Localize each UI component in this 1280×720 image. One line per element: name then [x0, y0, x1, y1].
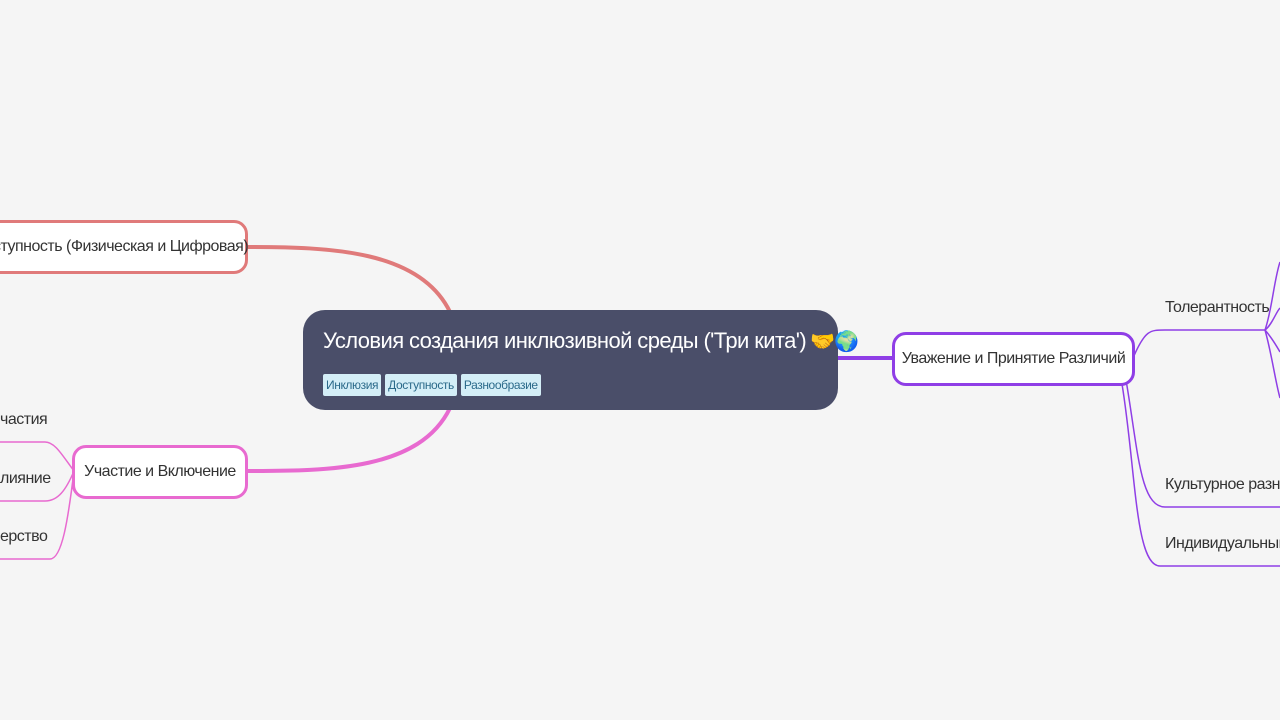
branch-participation-label: Участие и Включение — [84, 463, 236, 480]
root-title: Условия создания инклюзивной среды ('Три… — [323, 326, 859, 356]
connector-tolerance-sub-4 — [1264, 329, 1280, 399]
branch-accessibility-label: ступность (Физическая и Цифровая) — [0, 238, 249, 255]
connector-root-participation — [247, 407, 452, 473]
tag-inclusion[interactable]: Инклюзия — [323, 374, 382, 396]
tag-accessibility[interactable]: Доступность — [385, 374, 457, 396]
participation-child-2[interactable]: лияние — [0, 470, 51, 487]
respect-child-culture[interactable]: Культурное разнос — [1165, 476, 1280, 493]
branch-respect-label: Уважение и Принятие Различий — [901, 350, 1126, 367]
branch-respect[interactable]: Уважение и Принятие Различий — [892, 332, 1135, 386]
connector-respect-tolerance — [1132, 329, 1265, 359]
respect-child-individual[interactable]: Индивидуальный — [1165, 535, 1280, 552]
root-node[interactable]: Условия создания инклюзивной среды ('Три… — [303, 310, 859, 410]
root-title-text: Условия создания инклюзивной среды ('Три… — [323, 328, 807, 353]
branch-participation[interactable]: Участие и Включение — [72, 445, 248, 499]
tag-diversity[interactable]: Разнообразие — [460, 374, 541, 396]
root-tags: Инклюзия Доступность Разнообразие — [323, 374, 541, 396]
connector-tolerance-sub-3 — [1264, 329, 1280, 353]
participation-child-3[interactable]: ерство — [0, 528, 48, 545]
connector-tolerance-sub-1 — [1264, 261, 1280, 331]
connector-participation-child-1 — [0, 441, 75, 472]
branch-accessibility[interactable]: ступность (Физическая и Цифровая) — [0, 220, 249, 274]
handshake-globe-icon: 🤝🌍 — [810, 329, 859, 353]
respect-child-tolerance[interactable]: Толерантность — [1165, 299, 1270, 316]
participation-child-1[interactable]: частия — [0, 411, 48, 428]
connector-root-access — [247, 245, 452, 313]
